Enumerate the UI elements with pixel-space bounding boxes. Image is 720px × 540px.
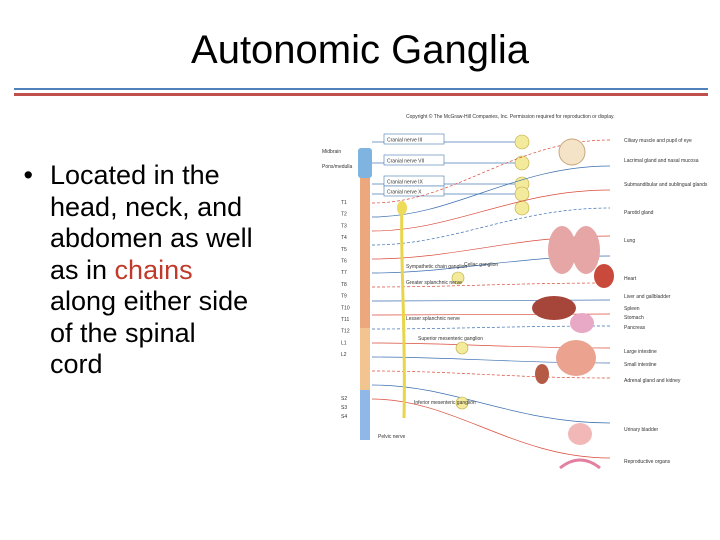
bullet-line-1: Located in the (50, 160, 220, 190)
collateral-ganglion (455, 341, 469, 355)
kidney-illustration (535, 364, 549, 384)
spinal-level-label: T1 (341, 200, 347, 206)
autonomic-nervous-system-figure: Copyright © The McGraw-Hill Companies, I… (314, 108, 720, 494)
bullet-text: Located in the head, neck, and abdomen a… (10, 160, 302, 381)
figure-labels: MidbrainPons/medullaT1T2T3T4T5T6T7T8T9T1… (322, 138, 708, 466)
cranial-nerve-box (383, 154, 445, 166)
spinal-level-label: T10 (341, 305, 350, 311)
organ-label: Ciliary muscle and pupil of eye (624, 138, 692, 144)
ganglion-label: Celiac ganglion (464, 262, 498, 268)
ganglion-label: Superior mesenteric ganglion (418, 336, 483, 342)
spinal-cord (358, 148, 407, 440)
spinal-level-label: S3 (341, 405, 347, 411)
autonomic-fiber (371, 384, 611, 424)
liver-illustration (532, 296, 576, 320)
cranial-nerve-label: Cranial nerve IX (387, 180, 424, 186)
slide-title: Autonomic Ganglia (191, 28, 529, 72)
autonomic-fiber (371, 299, 611, 302)
organ-label: Stomach (624, 315, 644, 321)
bullet-line-4-text: as in (50, 254, 115, 285)
intestines-illustration (556, 340, 596, 376)
organ-label: Adrenal gland and kidney (624, 378, 681, 384)
cranial-ganglion (514, 200, 530, 216)
organ-label: Urinary bladder (624, 427, 659, 433)
bullet-line-5: along either side (50, 286, 249, 316)
cranial-nerve-label: Cranial nerve VII (387, 159, 424, 165)
bullet-line-6: of the spinal (50, 317, 196, 348)
cranial-ganglion (514, 186, 530, 202)
chain-ganglion (397, 201, 407, 215)
brain-region-label: Pons/medulla (322, 164, 353, 170)
ganglion-label: Inferior mesenteric ganglion (414, 400, 476, 406)
lung-right-illustration (572, 226, 600, 274)
eye-illustration (558, 138, 586, 166)
title-divider-blue (14, 88, 708, 90)
cranial-nerve-label: Cranial nerve III (387, 138, 422, 144)
collateral-ganglion (455, 396, 469, 410)
spinal-level-label: T9 (341, 294, 347, 300)
anatomy-diagram: Copyright © The McGraw-Hill Companies, I… (322, 113, 708, 470)
organ-label: Parotid gland (624, 210, 654, 216)
organ-label: Small intestine (624, 362, 657, 368)
bullet-line-4: as in chains (10, 255, 302, 287)
figure-copyright: Copyright © The McGraw-Hill Companies, I… (406, 113, 615, 120)
thoracolumbar-segment (360, 178, 370, 328)
pelvic-nerve-label: Pelvic nerve (378, 434, 405, 440)
organ-label: Spleen (624, 306, 640, 312)
spinal-level-label: S2 (341, 396, 347, 402)
spinal-level-label: L1 (341, 340, 347, 346)
spinal-level-label: L2 (341, 352, 347, 358)
spinal-level-label: T8 (341, 282, 347, 288)
spinal-level-label: T6 (341, 259, 347, 265)
brain-region-label: Midbrain (322, 149, 341, 155)
organ-illustrations (532, 138, 614, 470)
spinal-level-label: T7 (341, 270, 347, 276)
bullet-marker: • (16, 160, 33, 190)
lung-left-illustration (548, 226, 576, 274)
ganglion-label: Sympathetic chain ganglion (406, 264, 467, 270)
organ-label: Liver and gallbladder (624, 294, 671, 300)
cranial-nerve-box (383, 133, 445, 145)
brainstem (358, 148, 372, 178)
title-divider-red (14, 93, 708, 96)
bullet-accent-word: chains (114, 254, 193, 285)
spinal-level-label: T4 (341, 235, 347, 241)
cranial-ganglion (514, 155, 530, 171)
spinal-level-label: T5 (341, 247, 347, 253)
cranial-ganglion (514, 134, 530, 150)
cranial-nerve-box (383, 185, 445, 197)
organ-label: Heart (624, 276, 637, 282)
bullet-line-3: abdomen as well (50, 223, 253, 253)
spinal-level-label: S4 (341, 414, 347, 420)
spinal-level-label: T11 (341, 317, 349, 323)
autonomic-fiber (371, 398, 611, 459)
sympathetic-chain (400, 205, 406, 419)
sacral-segment (360, 390, 370, 440)
reproductive-illustration (559, 458, 601, 470)
organ-label: Lacrimal gland and nasal mucosa (624, 158, 699, 164)
spinal-level-label: T2 (341, 212, 347, 218)
organ-label: Pancreas (624, 325, 646, 331)
collateral-ganglion (451, 271, 465, 285)
organ-label: Lung (624, 238, 635, 244)
heart-illustration (594, 264, 614, 288)
organ-label: Large intestine (624, 349, 657, 355)
spinal-level-label: T3 (341, 223, 347, 229)
bullet-line-7: cord (50, 349, 103, 379)
ganglion-label: Greater splanchnic nerve (406, 280, 462, 286)
autonomic-fiber (371, 313, 611, 316)
autonomic-fiber (371, 207, 611, 246)
cranial-nerve-label: Cranial nerve X (387, 190, 422, 196)
spinal-level-label: T12 (341, 329, 350, 335)
stomach-illustration (570, 313, 594, 333)
organ-label: Reproductive organs (624, 459, 671, 465)
organ-label: Submandibular and sublingual glands (624, 182, 708, 188)
bladder-illustration (568, 423, 592, 445)
bullet-line-2: head, neck, and (50, 191, 243, 222)
ganglion-label: Lesser splanchnic nerve (406, 316, 460, 322)
